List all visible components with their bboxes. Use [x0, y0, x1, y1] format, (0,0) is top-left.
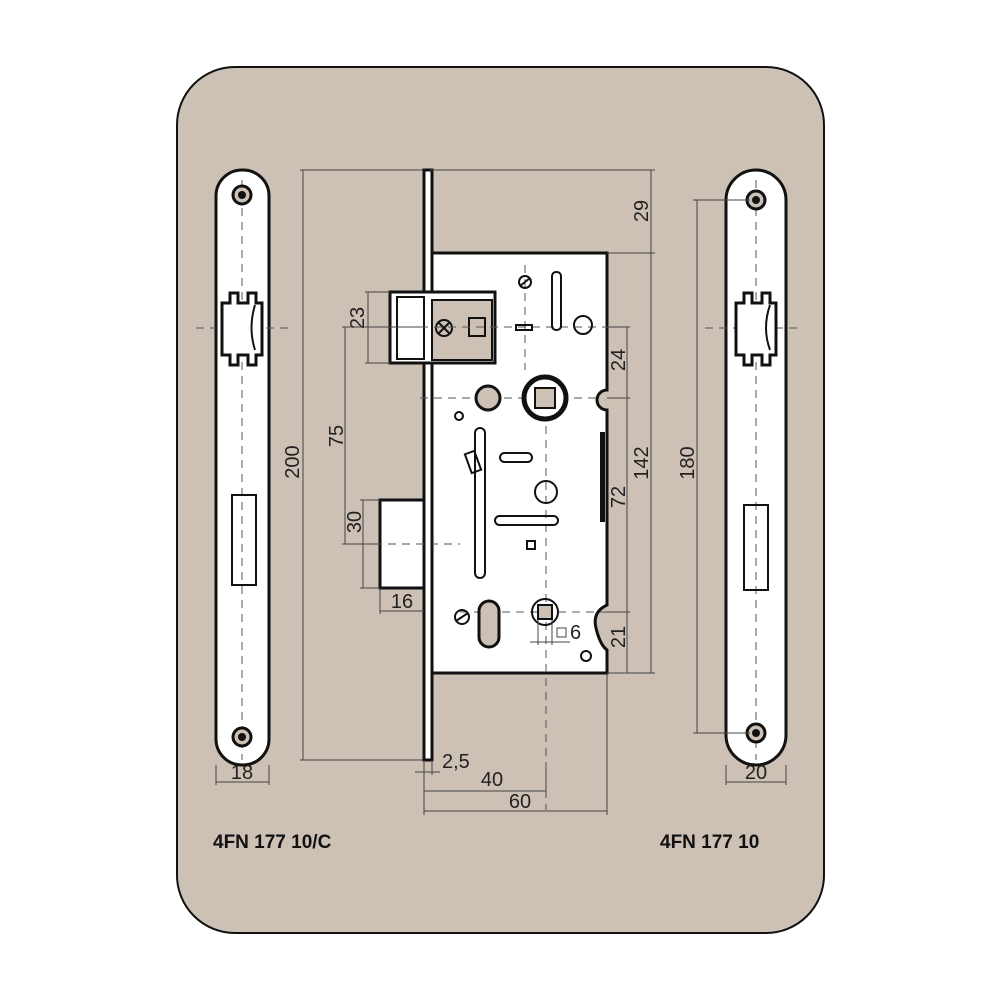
dim-square: 6 — [570, 622, 581, 644]
dim-left-plate-width: 18 — [231, 762, 253, 784]
dim-handle-to-cylinder: 72 — [608, 486, 630, 508]
dim-total-height-right: 180 — [677, 446, 699, 479]
dim-top-offset: 29 — [631, 200, 653, 222]
lock-body — [360, 168, 630, 810]
dim-case-depth: 60 — [509, 791, 531, 813]
dim-cylinder-to-bottom: 21 — [608, 626, 630, 648]
dim-latch-to-cylinder: 75 — [326, 425, 348, 447]
dim-total-height-left: 200 — [282, 445, 304, 478]
dim-bolt-throw: 16 — [391, 591, 413, 613]
dim-backset: 40 — [481, 769, 503, 791]
dim-bolt-height: 30 — [344, 511, 366, 533]
right-strike-plate: 180 20 — [677, 168, 800, 785]
dim-faceplate-thickness: 2,5 — [442, 751, 470, 773]
left-strike-plate: 18 — [196, 168, 290, 785]
model-label-right: 4FN 177 10 — [660, 832, 759, 853]
dim-latch-height: 23 — [347, 307, 369, 329]
model-label-left: 4FN 177 10/C — [213, 832, 332, 853]
dim-right-plate-width: 20 — [745, 762, 767, 784]
dim-handle-to-latch: 24 — [608, 349, 630, 371]
dim-case-height: 142 — [631, 446, 653, 479]
